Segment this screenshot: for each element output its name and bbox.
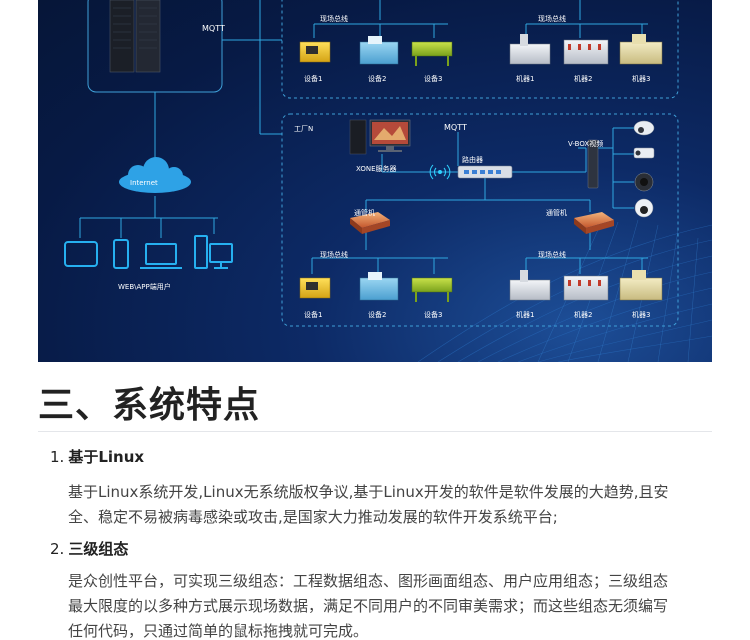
internet-cloud-icon [119,157,191,193]
gateway-label: 通管机 [546,209,567,217]
wireless-icon [429,164,451,180]
factory-n-box [281,113,679,327]
xone-server-label: XONE服务器 [356,165,397,173]
machine-label: 机器2 [574,75,593,83]
list-number: 1. [50,448,65,466]
machine-label: 机器2 [574,311,593,319]
mqtt-label-top: MQTT [202,24,225,33]
paragraph-line: 任何代码，只通过简单的鼠标拖拽就可完成。 [68,622,369,640]
machine-label: 机器3 [632,311,651,319]
machinery-bottom-row [509,270,663,301]
fieldbus-label: 现场总线 [538,251,566,259]
list-item-title: 2.三级组态 [50,538,128,560]
gateway-icons [350,212,614,234]
paragraph-line: 是众创性平台，可实现三级组态：工程数据组态、图形画面组态、用户应用组态；三级组态 [68,572,669,590]
internet-label: Internet [130,179,158,187]
mqtt-label-mid: MQTT [444,123,467,132]
fieldbus-label: 现场总线 [538,15,566,23]
user-terminal-icons [64,235,233,269]
paragraph-line: 基于Linux系统开发,Linux无系统版权争议,基于Linux开发的软件是软件… [68,483,669,501]
diagram-graphics [64,0,712,362]
server-rack-icon [109,0,161,73]
paragraph-line: 全、稳定不易被病毒感染或攻击,是国家大力推动发展的软件开发系统平台; [68,508,558,526]
network-architecture-diagram: MQTT 现场总线 现场总线 设备1 设备2 设备3 机器1 机器2 机器3 工… [38,0,712,362]
list-item-paragraph: 基于Linux系统开发,Linux无系统版权争议,基于Linux开发的软件是软件… [68,480,714,530]
device-label: 设备2 [368,311,387,319]
device-label: 设备1 [304,75,323,83]
device-label: 设备3 [424,311,443,319]
gateway-label: 通管机 [354,209,375,217]
list-item-title: 1.基于Linux [50,446,144,468]
machine-label: 机器1 [516,311,535,319]
router-label: 路由器 [462,156,483,164]
fieldbus-label: 现场总线 [320,251,348,259]
fieldbus-label: 现场总线 [320,15,348,23]
machine-label: 机器1 [516,75,535,83]
list-item-paragraph: 是众创性平台，可实现三级组态：工程数据组态、图形画面组态、用户应用组态；三级组态… [68,569,714,640]
connection-lines [79,0,282,238]
machine-label: 机器3 [632,75,651,83]
vbox-device-icon [587,139,599,189]
equipment-bottom-row [299,272,453,302]
equipment-top-row [299,36,453,66]
list-item-title-text: 三级组态 [68,540,129,558]
device-label: 设备3 [424,75,443,83]
xone-server-icon [349,119,411,155]
list-number: 2. [50,540,65,558]
camera-icons [633,120,655,218]
factory-1-box [281,0,679,99]
machinery-top-row [509,34,663,65]
vbox-video-label: V-BOX视频 [568,140,604,148]
list-item-title-text: 基于Linux [68,448,145,466]
section-heading: 三、系统特点 [38,383,712,432]
device-label: 设备2 [368,75,387,83]
paragraph-line: 最大限度的以多种方式展示现场数据，满足不同用户的不同审美需求；而这些组态无须编写 [68,597,669,615]
device-label: 设备1 [304,311,323,319]
factory-n-label: 工厂N [294,125,314,133]
web-app-users-label: WEB\APP端用户 [118,283,171,291]
